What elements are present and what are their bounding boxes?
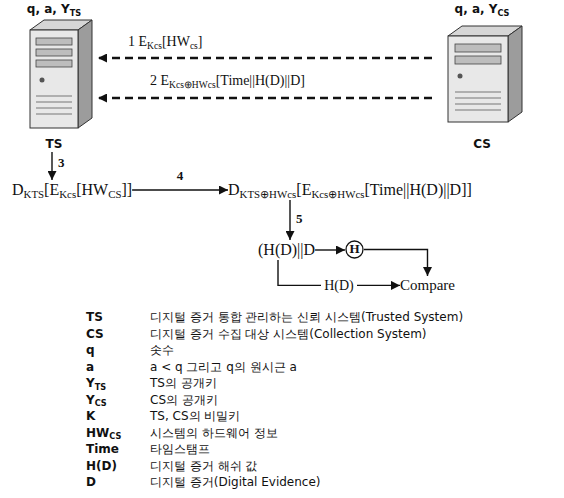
dashed-arrow <box>98 57 432 59</box>
formula-node: (H(D)||D <box>258 240 315 260</box>
drive-bay <box>455 44 501 52</box>
glossary-definition: CS의 공개키 <box>150 393 218 408</box>
glossary-term: q <box>86 343 95 358</box>
glossary-definition: 디지털 증거 해쉬 값 <box>150 459 257 474</box>
glossary-definition: 솟수 <box>150 343 174 358</box>
power-button <box>40 78 45 83</box>
formula-node: DKTS⊕HWcs[EKcs⊕HWcs[Time||H(D)||D]] <box>228 180 472 200</box>
drive-bay <box>36 60 72 67</box>
glossary-term: H(D) <box>86 459 117 474</box>
glossary-term: YTS <box>86 376 106 391</box>
glossary-definition: TS의 공개키 <box>150 376 217 391</box>
formula-text: DKTS[EKcs[HWCS]] <box>12 180 132 200</box>
hash-symbol: H <box>349 241 359 257</box>
glossary-term: CS <box>86 327 104 342</box>
vent-lines <box>455 92 501 110</box>
vent-lines <box>36 96 72 114</box>
server-params: q, a, YTS <box>27 2 81 17</box>
arrow-connector <box>51 152 52 180</box>
drive-bay <box>36 38 72 45</box>
arrow-connector <box>132 189 228 190</box>
server-icon <box>448 26 522 122</box>
circle-shape <box>346 241 363 258</box>
server-node: q, a, YTS TS <box>10 2 98 152</box>
server-params: q, a, YCS <box>455 2 510 17</box>
formula-node: DKTS[EKcs[HWCS]] <box>12 180 132 200</box>
formula-text: DKTS⊕HWcs[EKcs⊕HWcs[Time||H(D)||D]] <box>228 180 472 200</box>
glossary-term: a <box>86 360 94 375</box>
glossary-definition: 디지털 증거 수집 대상 시스템(Collection System) <box>150 327 427 342</box>
glossary-term: YCS <box>86 393 107 408</box>
server-front <box>30 30 78 128</box>
compare-node: Compare <box>400 276 455 295</box>
glossary-term: D <box>86 475 96 490</box>
arrow-connector <box>364 250 427 277</box>
server-side <box>78 20 92 128</box>
server-front <box>448 36 508 122</box>
server-node: q, a, YCS CS <box>432 2 532 152</box>
glossary-definition: 타임스탬프 <box>150 442 210 457</box>
server-icon <box>30 20 92 128</box>
glossary-definition: 디지털 증거 통합 관리하는 신뢰 시스템(Trusted System) <box>150 310 463 325</box>
server-side <box>508 26 522 122</box>
edge-label: 4 <box>177 168 184 184</box>
edge-label: 2 EKcs⊕HWcs[Time||H(D)||D] <box>150 72 305 90</box>
glossary-definition: a < q 그리고 q의 원시근 a <box>150 360 297 375</box>
drive-bay <box>36 49 72 56</box>
edge-label: 5 <box>296 211 303 227</box>
power-button <box>458 74 463 79</box>
drive-bay <box>455 56 501 64</box>
hash-circle: H <box>345 240 364 259</box>
glossary-definition: 디지털 증거(Digital Evidence) <box>150 475 321 490</box>
glossary-term: Time <box>86 442 119 457</box>
glossary-definition: TS, CS의 비밀키 <box>150 409 240 424</box>
dashed-arrow <box>98 97 432 99</box>
compare-text: Compare <box>400 276 455 295</box>
server-name: CS <box>473 137 491 152</box>
glossary-term: K <box>86 409 95 424</box>
edge-label: 1 EKcs[HWcs] <box>128 33 202 51</box>
arrow-connector <box>315 249 345 250</box>
server-name: TS <box>46 137 63 152</box>
glossary-term: TS <box>86 310 103 325</box>
arrow-connector <box>289 200 290 240</box>
edge-label: 3 <box>58 155 65 171</box>
glossary-definition: 시스템의 하드웨어 정보 <box>150 426 278 441</box>
formula-text: (H(D)||D <box>258 240 315 260</box>
glossary-term: HWCS <box>86 426 121 441</box>
connectors <box>52 58 432 285</box>
edge-label: H(D) <box>321 277 357 295</box>
